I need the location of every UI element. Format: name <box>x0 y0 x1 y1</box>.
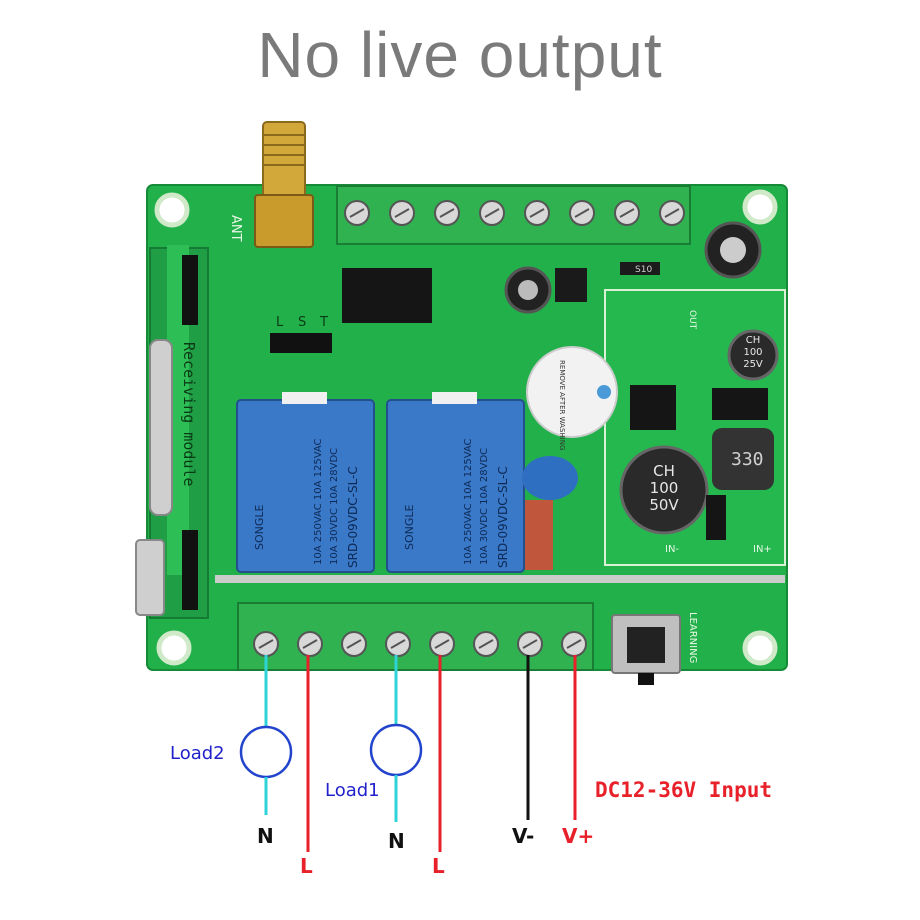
jumper-label: S <box>298 315 306 330</box>
bottom-terminal-screw <box>341 631 367 657</box>
receiving-module-label: Receiving module <box>180 342 198 487</box>
relay: SONGLE 10A 250VAC 10A 125VAC 10A 30VDC 10A… <box>386 392 525 573</box>
relay-rating-dc: 10A 30VDC 10A 28VDC <box>479 448 490 565</box>
top-terminal-screw <box>614 200 640 226</box>
jumper-label: T <box>319 315 328 330</box>
relay-rating-ac: 10A 250VAC 10A 125VAC <box>313 438 324 565</box>
load2-label: Load2 <box>170 743 225 764</box>
diode-component <box>620 262 660 275</box>
learning-label: LEARNING <box>687 612 698 663</box>
capacitor-marking: CH <box>746 335 761 346</box>
jumper-label: L <box>276 315 284 330</box>
transistor <box>555 268 587 302</box>
in-minus-label: IN- <box>665 544 679 555</box>
top-terminal-screw <box>389 200 415 226</box>
receiving-module <box>135 245 209 619</box>
vplus-label: V+ <box>562 824 594 848</box>
load1-symbol <box>369 723 423 777</box>
relay-brand: SONGLE <box>253 504 266 550</box>
load1-n-label: N <box>388 829 405 853</box>
relay-brand: SONGLE <box>403 504 416 550</box>
relay-rating-ac: 10A 250VAC 10A 125VAC <box>463 438 474 565</box>
power-section <box>619 329 779 540</box>
load2-n-label: N <box>257 824 274 848</box>
capacitor-marking: 100 <box>650 479 679 497</box>
top-terminal-screw <box>524 200 550 226</box>
page-title: No live output <box>257 19 663 91</box>
capacitor-marking: 100 <box>743 347 762 358</box>
capacitor-marking: 25V <box>743 359 763 370</box>
load1-l-label: L <box>432 854 445 878</box>
bottom-terminal-screw <box>297 631 323 657</box>
relay: SONGLE 10A 250VAC 10A 125VAC 10A 30VDC 10A… <box>236 392 375 573</box>
ant-label: ANT <box>228 215 243 242</box>
top-terminal-screw <box>659 200 685 226</box>
relay-model: SRD-09VDC-SL-C <box>496 466 510 568</box>
buzzer-label: REMOVE AFTER WASHING <box>558 360 566 450</box>
bottom-terminal-screw <box>561 631 587 657</box>
top-terminal-screw <box>479 200 505 226</box>
load1-label: Load1 <box>325 780 380 801</box>
bottom-terminal-screw <box>385 631 411 657</box>
buzzer <box>526 346 618 438</box>
top-terminal-screw <box>434 200 460 226</box>
in-plus-label: IN+ <box>753 544 772 555</box>
top-capacitor <box>704 221 762 279</box>
capacitor-marking: CH <box>653 462 675 480</box>
input-label: DC12-36V Input <box>595 778 772 802</box>
bottom-terminal-screw <box>473 631 499 657</box>
diode-label: S10 <box>635 265 652 275</box>
top-terminal-screw <box>569 200 595 226</box>
relay-model: SRD-09VDC-SL-C <box>346 466 360 568</box>
capacitor-marking: 50V <box>649 496 679 514</box>
film-capacitor <box>522 456 578 570</box>
relay-rating-dc: 10A 30VDC 10A 28VDC <box>329 448 340 565</box>
load2-l-label: L <box>300 854 313 878</box>
ic-chip <box>342 268 432 323</box>
antenna-connector <box>254 121 314 248</box>
bottom-terminal-screw <box>253 631 279 657</box>
small-capacitor <box>504 266 552 314</box>
bottom-terminal-screw <box>517 631 543 657</box>
out-label: OUT <box>687 310 697 330</box>
inductor-label: 330 <box>731 449 764 470</box>
top-terminal-screw <box>344 200 370 226</box>
load2-symbol <box>239 725 293 779</box>
wiring <box>239 655 577 852</box>
top-terminal-block <box>336 185 691 245</box>
bottom-terminal-screw <box>429 631 455 657</box>
jumper-header <box>270 333 332 353</box>
learning-button <box>611 614 681 685</box>
vminus-label: V- <box>512 824 534 848</box>
